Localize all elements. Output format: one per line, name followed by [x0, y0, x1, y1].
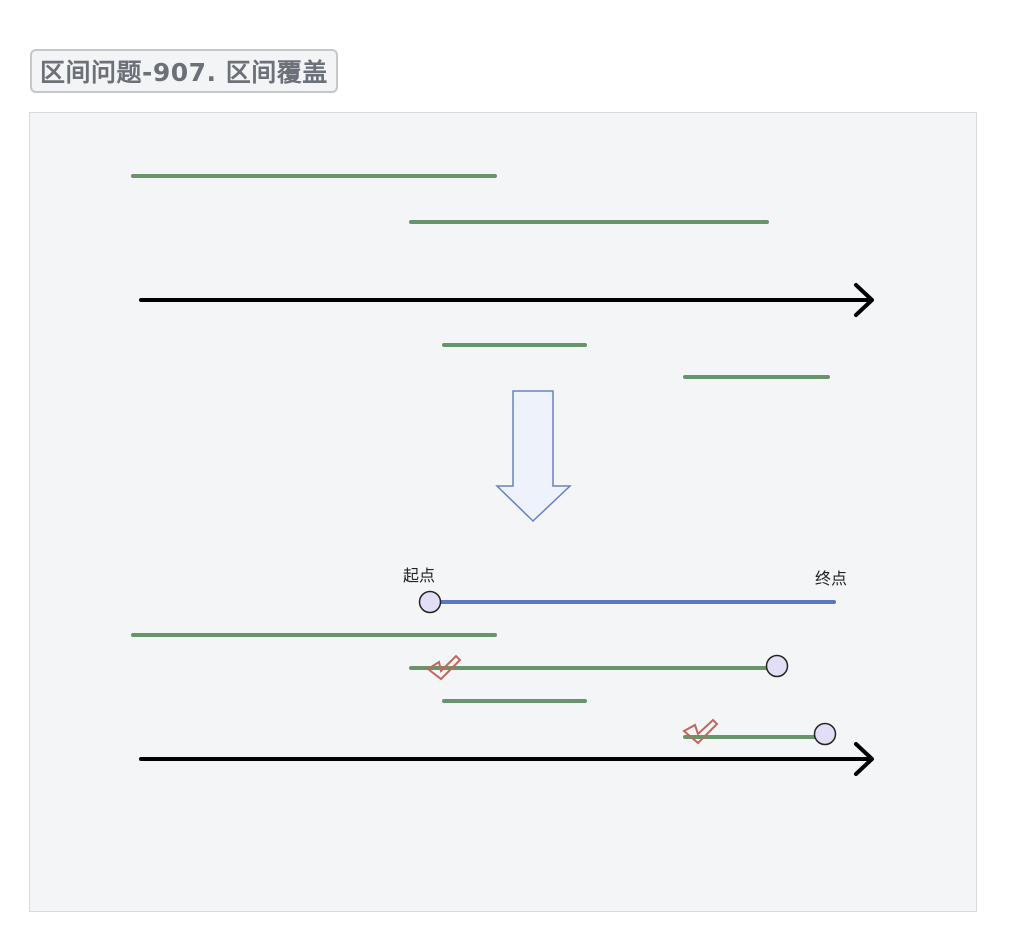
diagram-canvas: 起点 终点: [29, 112, 977, 912]
axis-arrowhead-icon: [854, 283, 874, 317]
result-intervals: [131, 633, 837, 746]
checkmark-icon: [426, 654, 462, 681]
endpoint-circle-icon: [813, 722, 837, 746]
target-range: 起点 终点: [403, 566, 847, 614]
original-intervals: [131, 174, 830, 379]
axis-arrowhead-icon: [854, 742, 874, 776]
page-title: 区间问题-907. 区间覆盖: [30, 49, 338, 93]
start-label: 起点: [403, 566, 435, 585]
down-arrow-icon: [495, 390, 572, 523]
top-axis: [139, 283, 874, 317]
end-label: 终点: [815, 569, 847, 588]
checkmark-icon: [682, 718, 719, 745]
endpoint-circle-icon: [765, 654, 789, 678]
interval-cover-diagram: 起点 终点: [131, 174, 874, 776]
start-endpoint-icon: [418, 590, 442, 614]
bottom-axis: [139, 742, 874, 776]
